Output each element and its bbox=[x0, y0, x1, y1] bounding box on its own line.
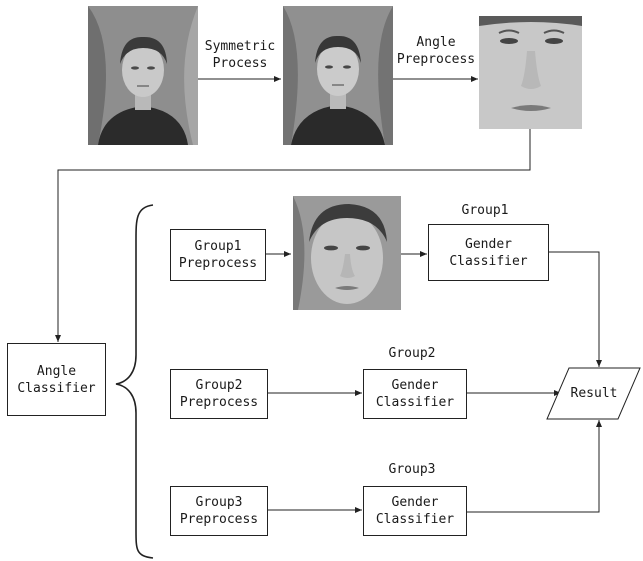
original-face-photo bbox=[88, 6, 198, 145]
group3-title: Group3 bbox=[388, 462, 436, 477]
result-label: Result bbox=[570, 386, 618, 401]
group1-preprocess-box: Group1 Preprocess bbox=[170, 229, 266, 281]
angle-preprocess-label: Angle Preprocess bbox=[396, 35, 476, 67]
group3-gender-classifier-box: Gender Classifier bbox=[363, 486, 467, 536]
angle-classifier-box: Angle Classifier bbox=[7, 343, 106, 416]
group1-face-photo bbox=[293, 196, 401, 310]
group2-title: Group2 bbox=[388, 346, 436, 361]
group1-gender-classifier-box: Gender Classifier bbox=[428, 224, 549, 281]
arrow-g3-classifier-to-result bbox=[467, 420, 602, 513]
curly-bracket bbox=[115, 204, 154, 559]
group2-gender-classifier-box: Gender Classifier bbox=[363, 369, 467, 419]
arrow-g1-classifier-to-result bbox=[549, 251, 602, 367]
cropped-face-photo bbox=[479, 16, 582, 129]
group3-preprocess-box: Group3 Preprocess bbox=[170, 486, 268, 536]
symmetric-face-photo bbox=[283, 6, 393, 145]
arrow-crop-to-angle-classifier bbox=[55, 129, 531, 342]
symmetric-process-label: Symmetric Process bbox=[204, 39, 276, 71]
group2-preprocess-box: Group2 Preprocess bbox=[170, 369, 268, 419]
result-parallelogram bbox=[546, 367, 641, 420]
group1-title: Group1 bbox=[461, 203, 509, 218]
